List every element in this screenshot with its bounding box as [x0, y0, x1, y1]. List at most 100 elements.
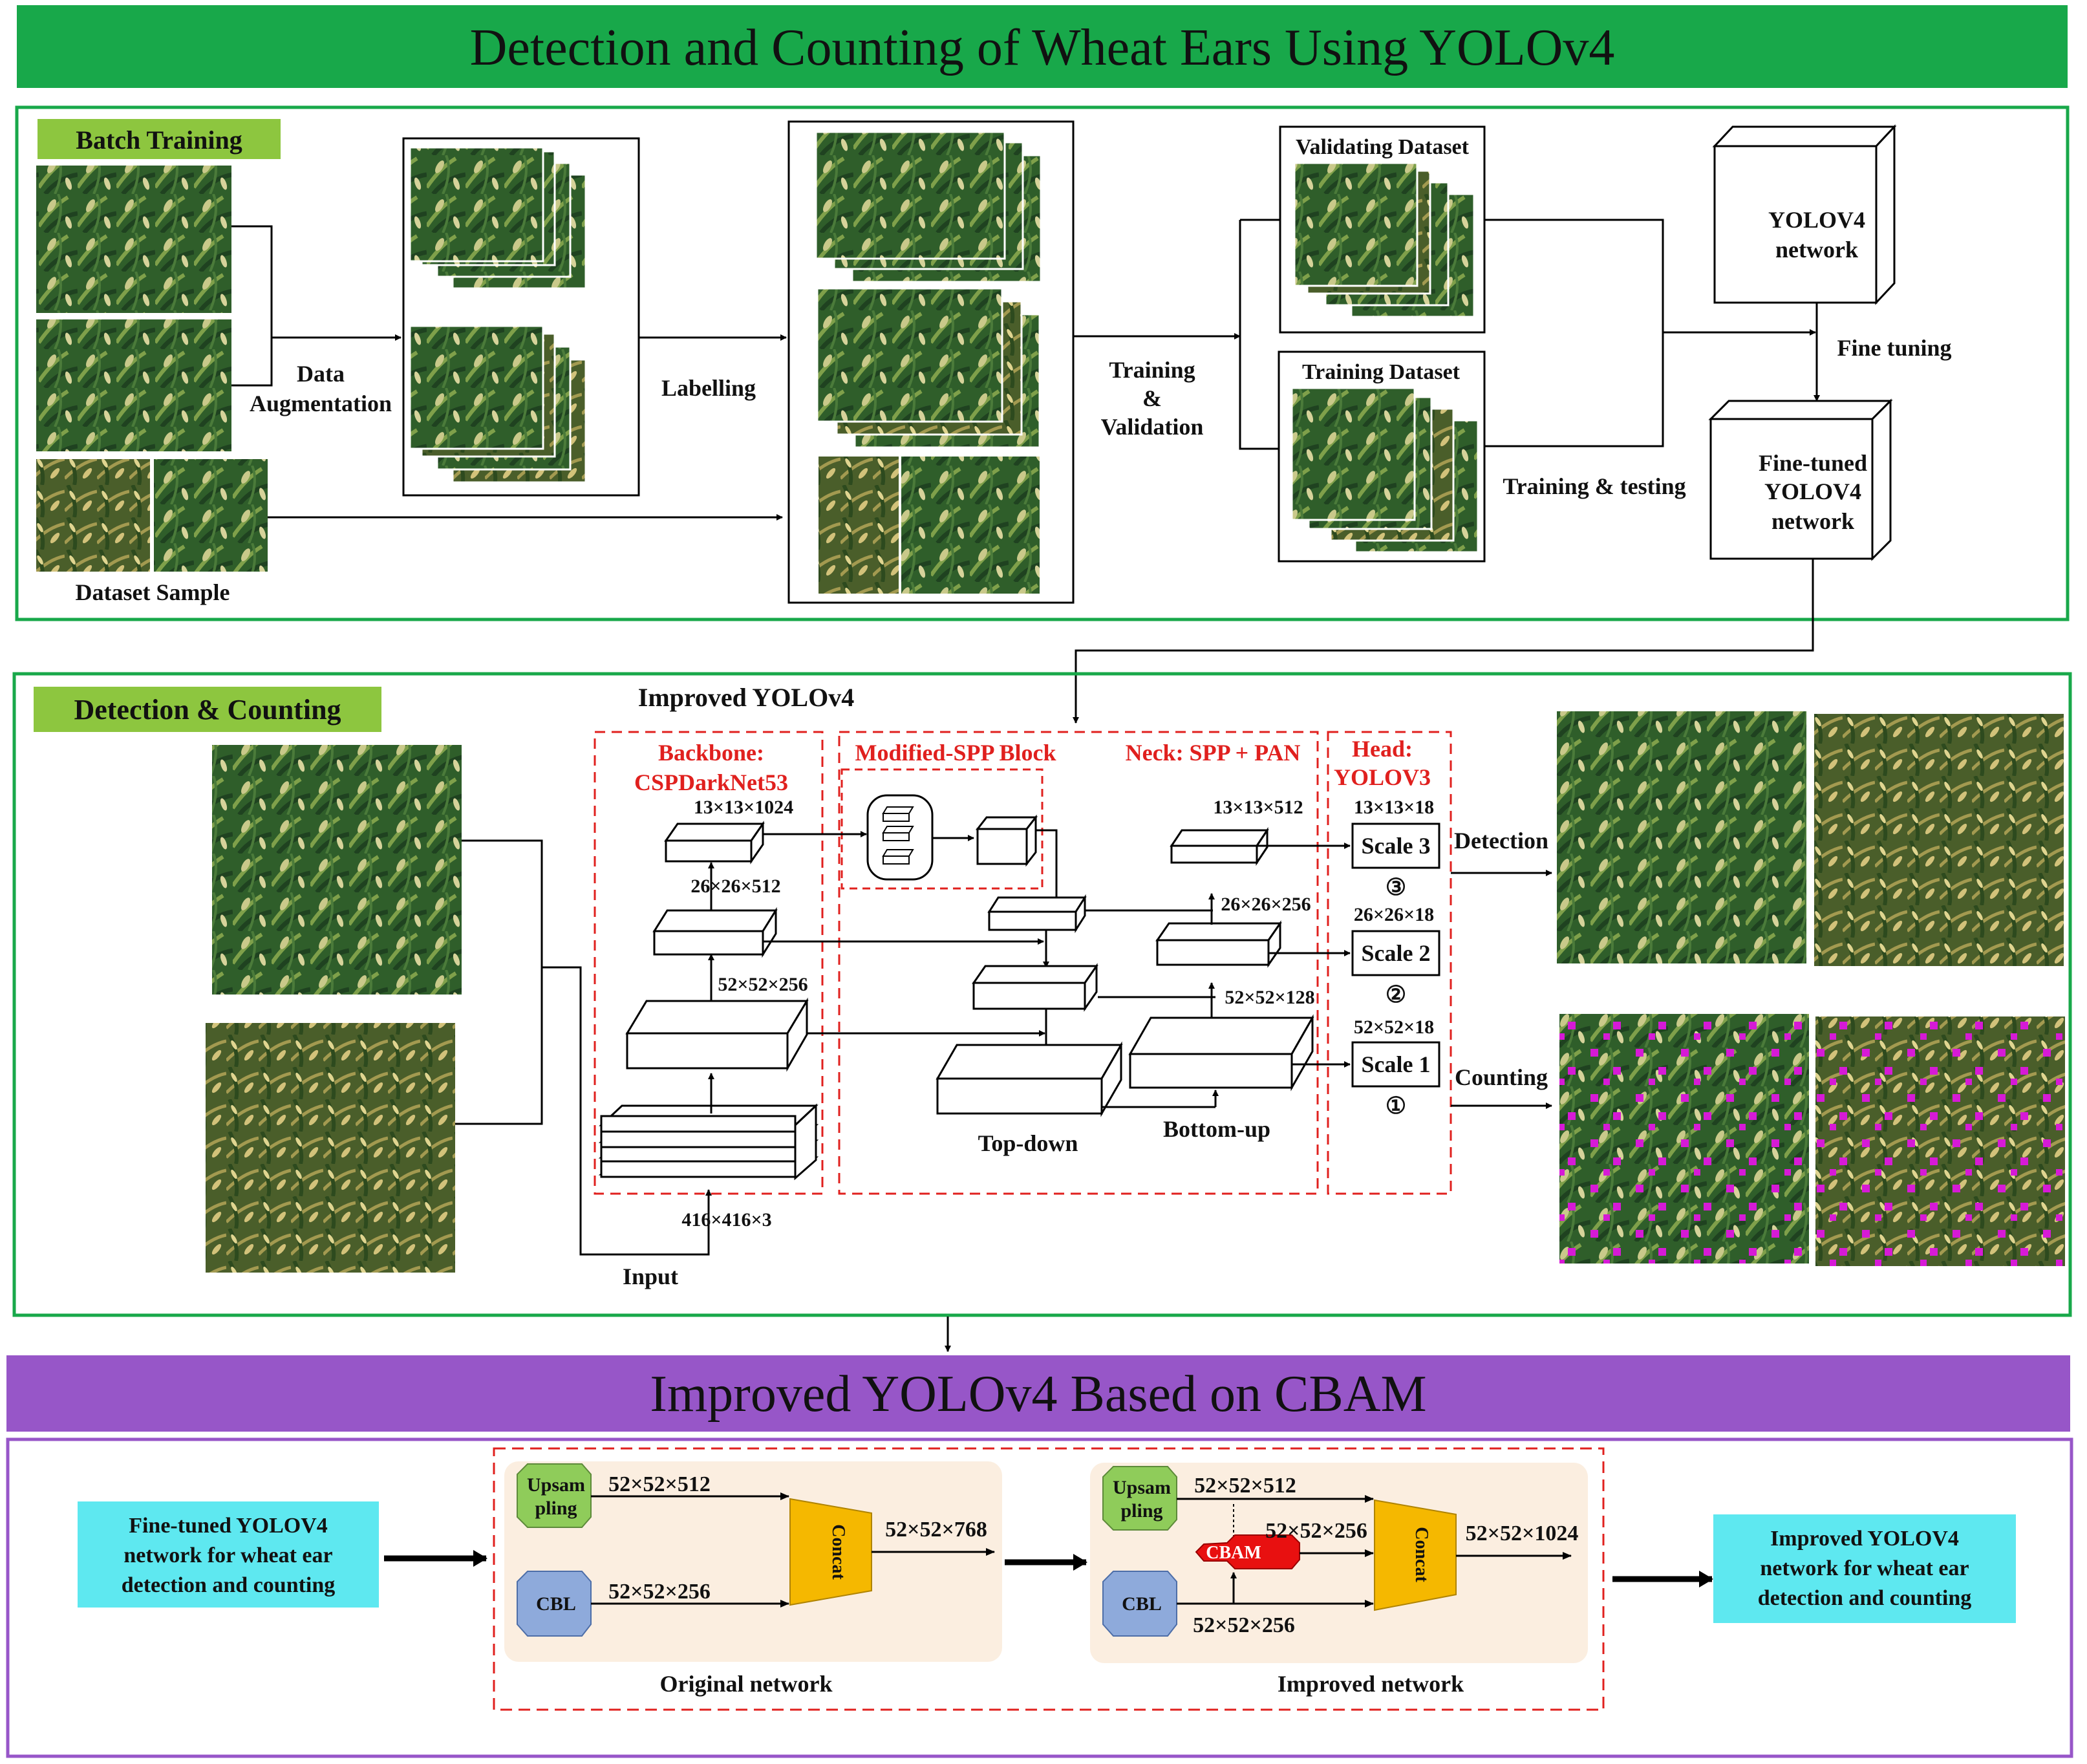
spp-label: Modified-SPP Block — [855, 740, 1056, 766]
improved-concat-block — [1374, 1499, 1457, 1611]
validating-dataset-label: Validating Dataset — [1296, 135, 1470, 159]
scale-2-number: ② — [1386, 982, 1406, 1007]
bottomup-layer-13 — [1170, 827, 1269, 866]
labelled-image-6 — [901, 457, 1040, 594]
detection-output-label: Detection — [1454, 828, 1548, 854]
fine-tuned-network-cube: Fine-tuned YOLOV4 network — [1708, 398, 1893, 561]
spp-output-layer — [975, 814, 1038, 867]
detection-counting-section: Detection & Counting Improved YOLOv4 Inp… — [12, 672, 2072, 1317]
scale-1-box — [1351, 1041, 1440, 1088]
scale-2-box — [1351, 930, 1440, 976]
dim-13-1024: 13×13×1024 — [694, 797, 793, 818]
backbone-label-2: CSPDarkNet53 — [634, 769, 788, 795]
improved-dim-512: 52×52×512 — [1194, 1474, 1296, 1498]
improved-dim-1024: 52×52×1024 — [1466, 1522, 1579, 1545]
fine-tuned-input-box — [78, 1501, 379, 1608]
improved-yolov4-label: Improved YOLOv4 — [638, 683, 854, 712]
labelling-label: Labelling — [661, 375, 756, 401]
batch-training-section: Batch Training Dataset Sample Data Augme… — [15, 105, 2070, 621]
labelled-stack-1 — [815, 131, 1042, 283]
labelled-image-5 — [819, 457, 899, 594]
fine-tuned-input-2: network for wheat ear — [123, 1544, 332, 1567]
sample-image-1 — [36, 166, 231, 313]
bottomup-layer-52 — [1128, 1014, 1314, 1092]
neck-region — [838, 731, 1319, 1195]
backbone-region — [594, 731, 824, 1195]
bottomup-label: Bottom-up — [1163, 1116, 1270, 1142]
topdown-layer-13 — [987, 894, 1087, 934]
topdown-layer-26 — [972, 963, 1098, 1012]
yolov4-network-label-2: network — [1775, 237, 1858, 263]
improved-output-3: detection and counting — [1758, 1586, 1972, 1610]
data-augmentation-label-2: Augmentation — [250, 391, 392, 416]
concat-block — [789, 1498, 872, 1606]
dim-13-512: 13×13×512 — [1213, 797, 1303, 818]
improved-upsampling-label-2: pling — [1120, 1500, 1162, 1522]
detection-counting-badge — [34, 687, 381, 732]
topdown-layer-52 — [936, 1041, 1123, 1117]
upsampling-label-1: Upsam — [527, 1474, 585, 1496]
input-label: Input — [623, 1264, 678, 1289]
backbone-input-stack — [598, 1103, 819, 1181]
neck-label: Neck: SPP + PAN — [1126, 740, 1301, 766]
cbl-block — [517, 1571, 592, 1637]
improved-cbl-block — [1102, 1571, 1177, 1637]
dim-26-18: 26×26×18 — [1354, 904, 1434, 925]
sample-image-3 — [36, 459, 150, 572]
concat-label: Concat — [828, 1524, 848, 1580]
dim-52-256: 52×52×256 — [718, 974, 808, 995]
training-validation-label-2: & — [1142, 385, 1162, 411]
original-dim-256: 52×52×256 — [608, 1580, 711, 1604]
dataset-sample-label: Dataset Sample — [76, 579, 230, 605]
improved-cbl-label: CBL — [1122, 1593, 1162, 1615]
training-images-stack — [1290, 387, 1479, 554]
fine-tuned-input-1: Fine-tuned YOLOV4 — [129, 1514, 328, 1538]
counting-marks-2 — [1815, 1016, 2065, 1266]
backbone-label-1: Backbone: — [658, 740, 764, 766]
input-image-1 — [212, 745, 462, 995]
main-title: Detection and Counting of Wheat Ears Usi… — [470, 19, 1615, 76]
backbone-layer-26 — [652, 907, 778, 958]
backbone-layer-13 — [664, 821, 765, 865]
dim-52-128: 52×52×128 — [1225, 987, 1314, 1008]
scale-3-label: Scale 3 — [1362, 833, 1431, 859]
batch-training-badge — [37, 119, 281, 159]
fine-tuning-label: Fine tuning — [1837, 335, 1951, 361]
original-network-panel — [504, 1461, 1002, 1662]
head-label-1: Head: — [1352, 736, 1413, 762]
data-augmentation-label-1: Data — [297, 361, 345, 387]
cbam-banner: Improved YOLOv4 Based on CBAM — [6, 1355, 2070, 1432]
improved-concat-label: Concat — [1411, 1527, 1431, 1582]
counting-marks-1 — [1559, 1014, 1809, 1264]
dim-26-512: 26×26×512 — [690, 876, 780, 897]
improved-output-2: network for wheat ear — [1760, 1556, 1969, 1580]
fine-tuned-label-3: network — [1771, 508, 1854, 534]
improved-upsampling-label-1: Upsam — [1113, 1477, 1171, 1498]
training-testing-label: Training & testing — [1503, 473, 1686, 499]
scale-3-number: ③ — [1386, 874, 1406, 900]
arrow-to-improved-yolov4 — [1073, 559, 1814, 724]
augmented-images-stack-2 — [409, 325, 587, 484]
sample-image-4 — [154, 459, 268, 572]
fine-tuned-label-2: YOLOV4 — [1764, 479, 1861, 504]
upsampling-block — [517, 1463, 592, 1528]
networks-region — [493, 1447, 1605, 1711]
bottomup-layer-26 — [1155, 920, 1282, 968]
validating-images-stack — [1293, 162, 1475, 318]
improved-output-1: Improved YOLOV4 — [1770, 1527, 1959, 1551]
improved-upsampling-block — [1102, 1466, 1177, 1531]
original-dim-512: 52×52×512 — [608, 1472, 711, 1496]
augmented-images-stack-1 — [409, 146, 587, 290]
improved-dim-256b: 52×52×256 — [1193, 1613, 1295, 1637]
backbone-layer-52 — [625, 997, 809, 1072]
bracket-connector — [231, 225, 273, 387]
scale-1-label: Scale 1 — [1362, 1051, 1431, 1077]
detection-image-2 — [1814, 714, 2064, 966]
fine-tuned-input-3: detection and counting — [122, 1573, 336, 1597]
head-label-2: YOLOV3 — [1334, 764, 1431, 790]
dim-26-256: 26×26×256 — [1221, 894, 1311, 915]
original-dim-768: 52×52×768 — [885, 1518, 987, 1542]
yolov4-network-label-1: YOLOV4 — [1768, 207, 1865, 233]
cbam-title: Improved YOLOv4 Based on CBAM — [650, 1366, 1426, 1423]
